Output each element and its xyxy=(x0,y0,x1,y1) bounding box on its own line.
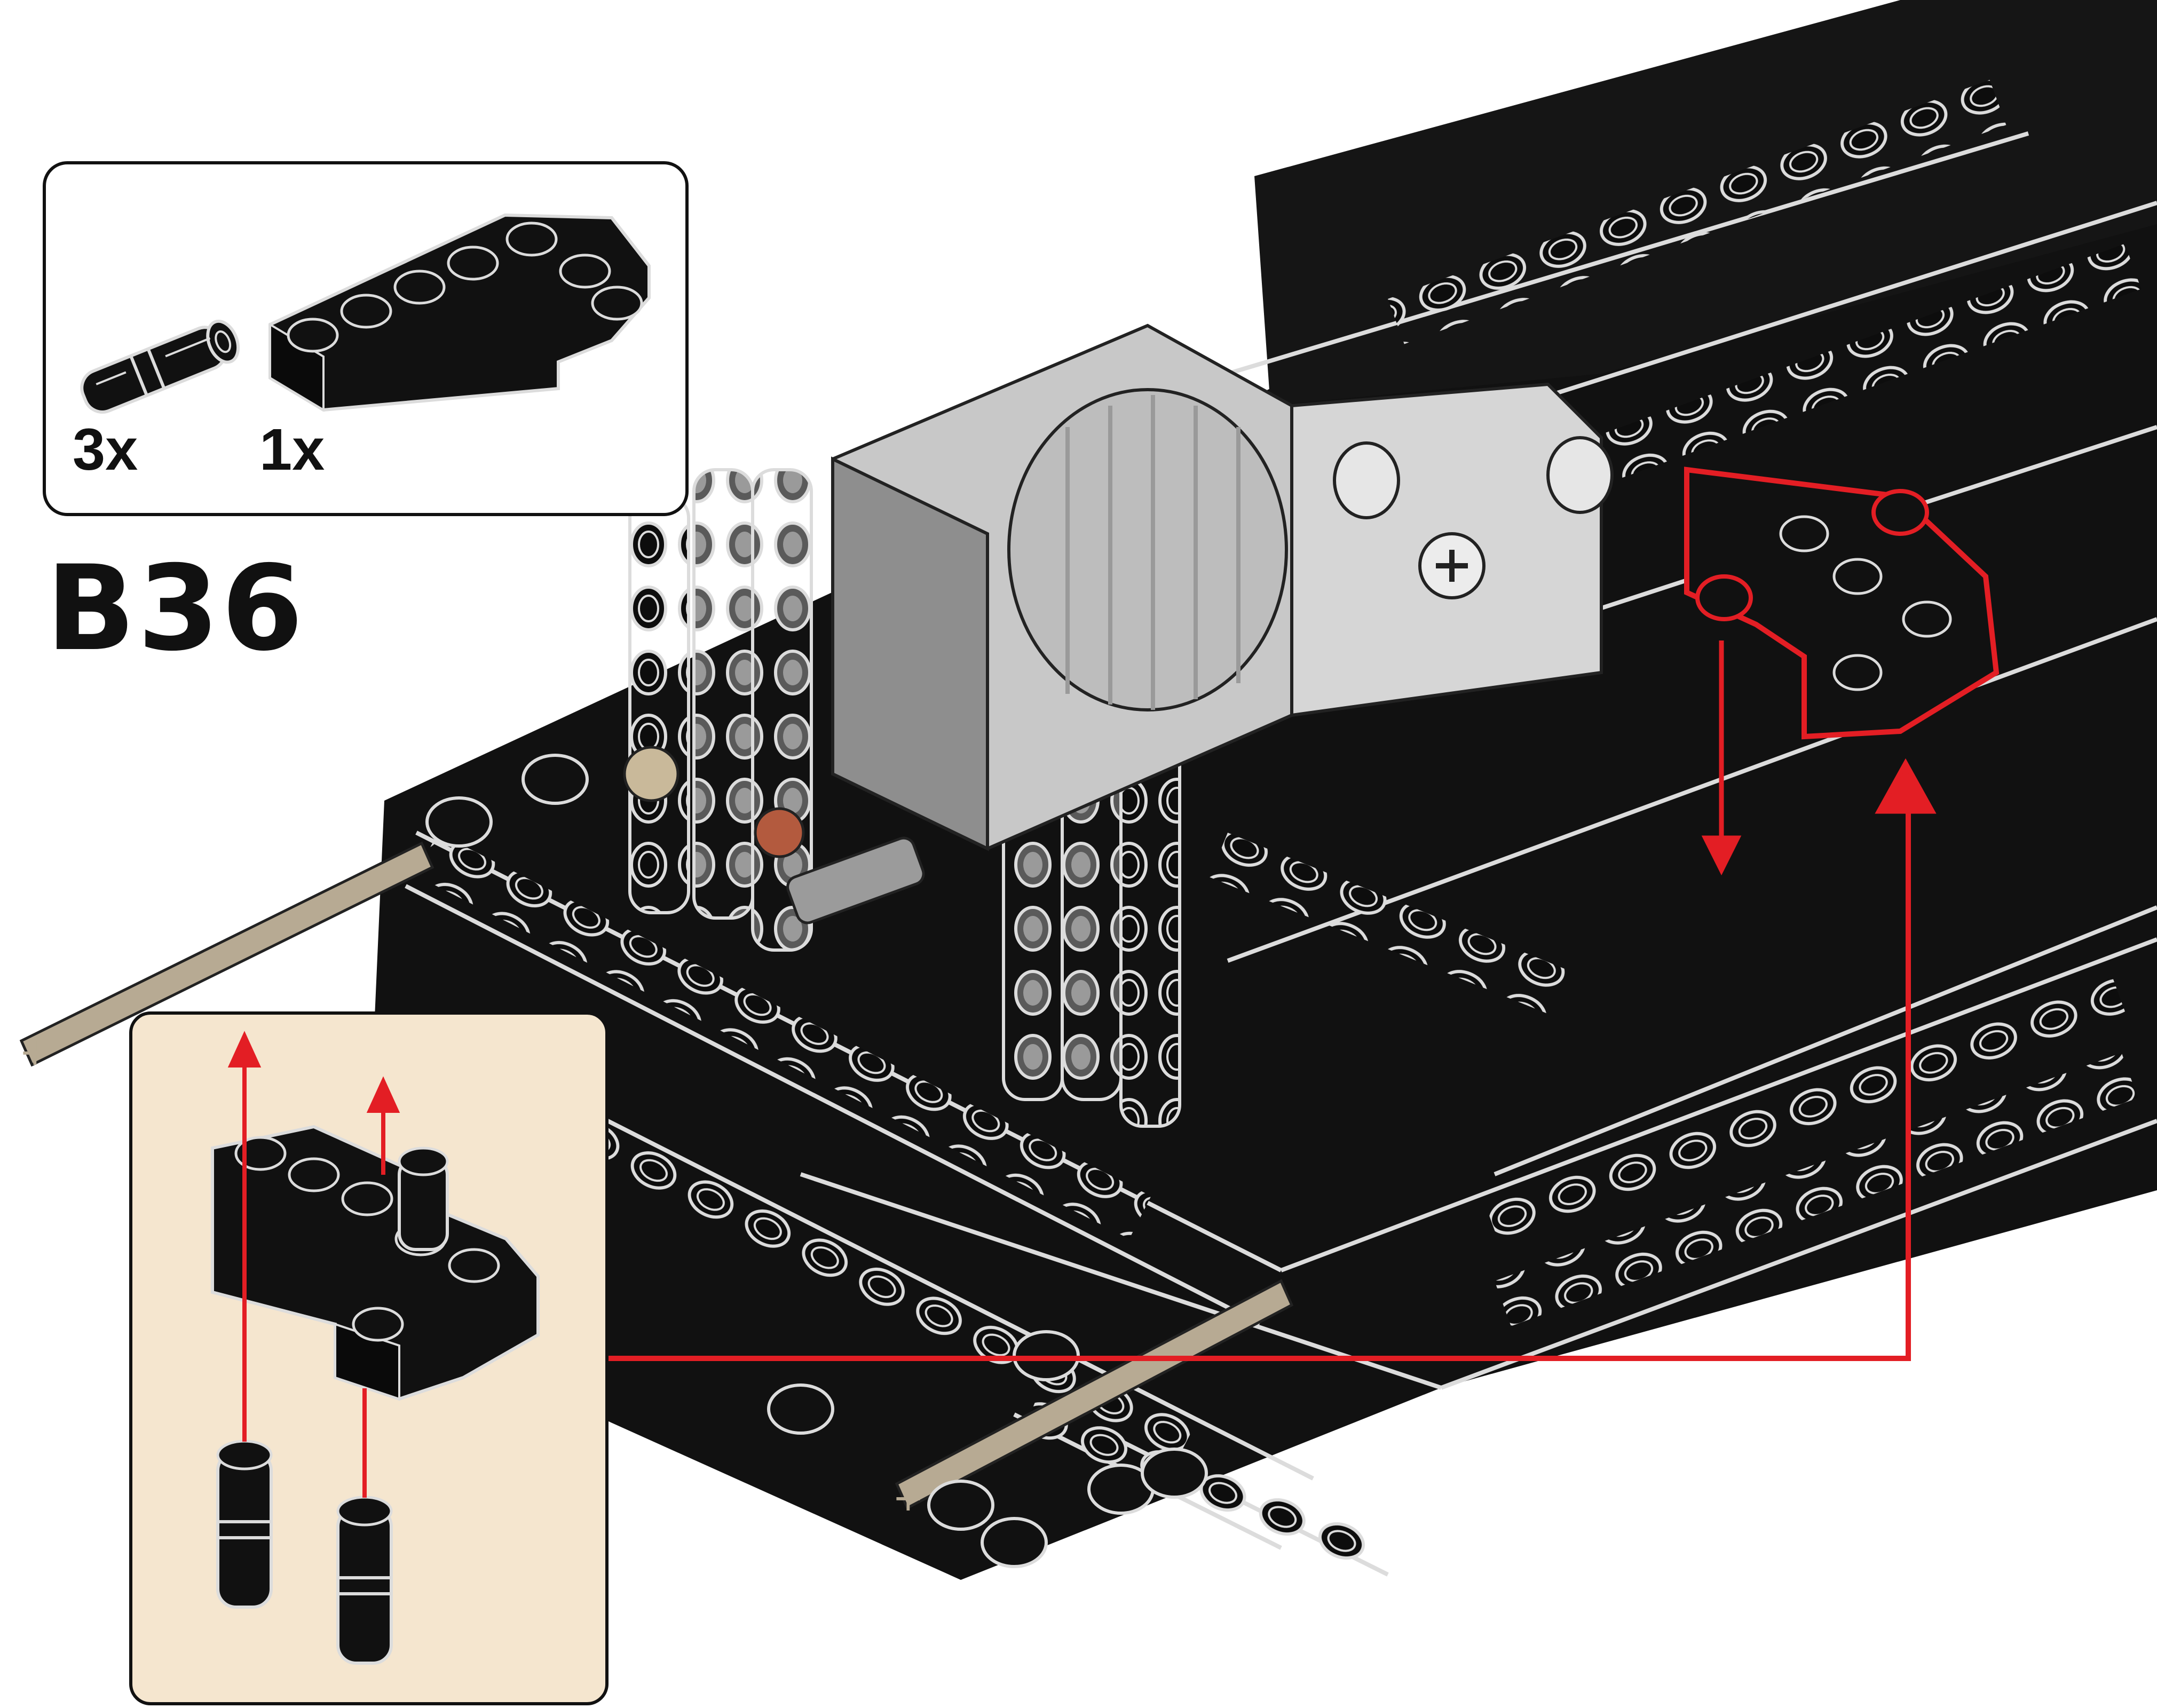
liftarm-quantity-label: 1x xyxy=(259,417,325,483)
svg-text:+: + xyxy=(892,1476,924,1520)
black-friction-pin-icon xyxy=(80,319,240,414)
subassembly-callout xyxy=(129,1011,609,1705)
highlighted-liftarm-in-place xyxy=(1684,466,2000,740)
step-number: B36 xyxy=(46,540,305,677)
motor xyxy=(831,323,1614,851)
front-pins xyxy=(425,754,1208,1568)
black-l-shaped-liftarm-icon xyxy=(268,213,651,412)
svg-text:+: + xyxy=(19,1030,51,1074)
tan-pin xyxy=(623,746,680,802)
brown-pin xyxy=(754,807,805,858)
subassembly-liftarm-with-pins-icon xyxy=(211,1031,540,1665)
parts-list-box: 3x 1x xyxy=(43,161,689,516)
pin-quantity-label: 3x xyxy=(73,417,138,483)
